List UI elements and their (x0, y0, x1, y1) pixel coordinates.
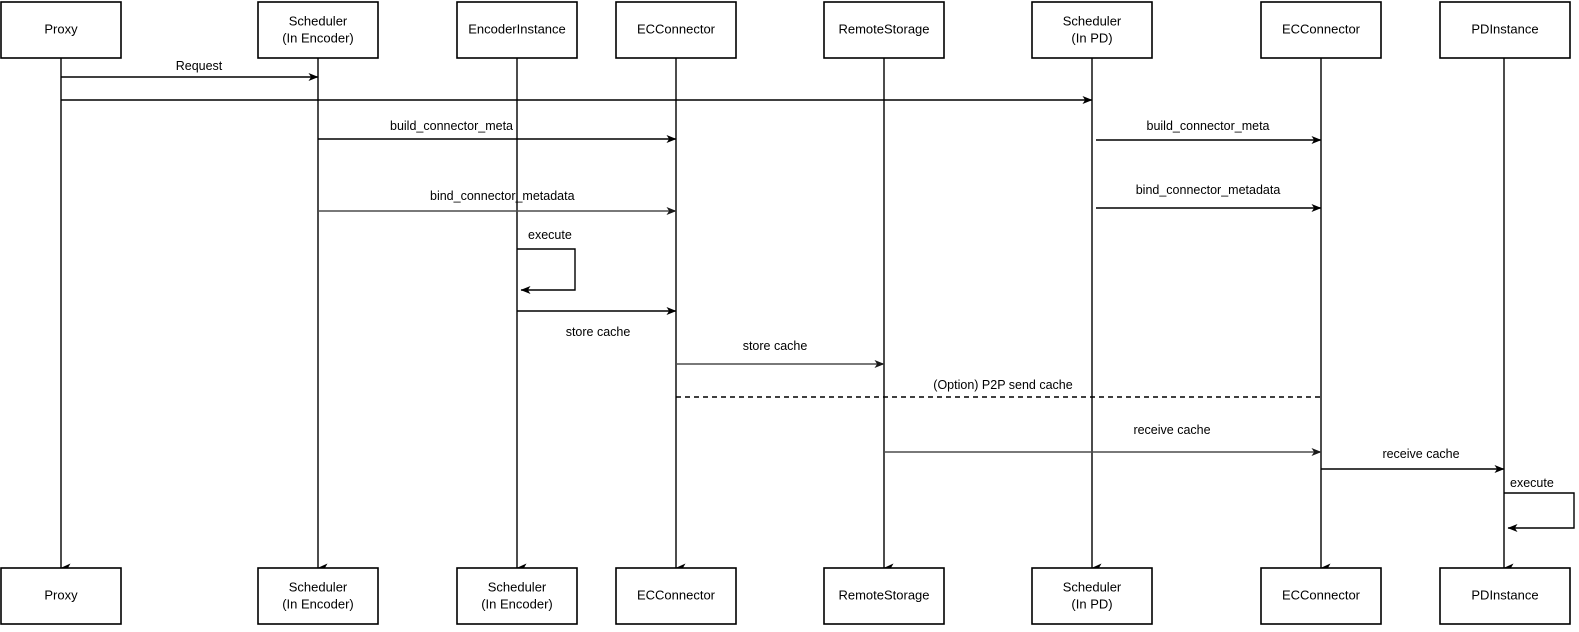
participant-box-bottom-pd_inst[interactable]: PDInstance (1439, 567, 1571, 625)
participant-label-line1: Scheduler (289, 13, 348, 28)
participant-box-top-proxy[interactable]: Proxy (0, 1, 122, 59)
participant-box-rect (615, 1, 737, 59)
message-m7: store cache (517, 307, 677, 339)
participant-box-rect (257, 567, 379, 625)
participant-box-bottom-remote_store[interactable]: RemoteStorage (823, 567, 945, 625)
participant-label-line2: (In Encoder) (481, 596, 553, 611)
participant-label-line1: Scheduler (1063, 579, 1122, 594)
message-label-m1: Request (176, 59, 223, 73)
self-message-label-s1: execute (528, 228, 572, 242)
participant-box-top-sched_pd[interactable]: Scheduler (In PD) (1031, 1, 1153, 59)
participant-box-rect (1260, 567, 1382, 625)
message-label-m4: build_connector_meta (1147, 119, 1270, 133)
participant-box-rect (1031, 1, 1153, 59)
participant-box-top-remote_store[interactable]: RemoteStorage (823, 1, 945, 59)
participant-label-line1: ECConnector (1282, 21, 1361, 36)
message-m5: bind_connector_metadata (318, 189, 677, 215)
participant-label-line1: PDInstance (1471, 21, 1538, 36)
message-label-m5: bind_connector_metadata (430, 189, 575, 203)
participant-box-rect (0, 567, 122, 625)
participant-box-rect (615, 567, 737, 625)
participant-box-rect (823, 567, 945, 625)
participant-box-rect (1439, 567, 1571, 625)
participant-label-line1: RemoteStorage (838, 587, 929, 602)
participant-box-bottom-proxy[interactable]: Proxy (0, 567, 122, 625)
participant-box-bottom-sched_pd[interactable]: Scheduler (In PD) (1031, 567, 1153, 625)
participant-box-top-ec_conn_b[interactable]: ECConnector (1260, 1, 1382, 59)
participant-label-line1: ECConnector (637, 587, 716, 602)
participant-box-bottom-ec_conn_b[interactable]: ECConnector (1260, 567, 1382, 625)
message-label-m7: store cache (566, 325, 631, 339)
message-m1: Request (61, 59, 319, 81)
self-messages-layer: execute execute (517, 228, 1575, 532)
participant-label-line1: Scheduler (289, 579, 348, 594)
participant-box-top-pd_inst[interactable]: PDInstance (1439, 1, 1571, 59)
participant-label-line1: Proxy (44, 587, 78, 602)
message-m6: bind_connector_metadata (1096, 183, 1322, 212)
message-label-m3: build_connector_meta (390, 119, 513, 133)
message-m9: (Option) P2P send cache (676, 378, 1321, 398)
participant-box-top-ec_conn_a[interactable]: ECConnector (615, 1, 737, 59)
participant-label-line1: Scheduler (488, 579, 547, 594)
self-message-s1: execute (517, 228, 576, 294)
self-message-path-s2 (1504, 492, 1575, 532)
message-label-m11: receive cache (1382, 447, 1459, 461)
participant-box-rect (1439, 1, 1571, 59)
message-m11: receive cache (1321, 447, 1505, 473)
participant-box-rect (0, 1, 122, 59)
participant-top-boxes-layer: Proxy Scheduler (In Encoder) EncoderInstanc… (0, 1, 1571, 59)
participant-label-line2: (In Encoder) (282, 596, 354, 611)
participant-label-line2: (In Encoder) (282, 30, 354, 45)
participant-label-line1: RemoteStorage (838, 21, 929, 36)
participant-label-line2: (In PD) (1071, 596, 1112, 611)
participant-box-rect (456, 1, 578, 59)
participant-box-bottom-ec_conn_a[interactable]: ECConnector (615, 567, 737, 625)
participant-label-line2: (In PD) (1071, 30, 1112, 45)
participant-label-line1: ECConnector (637, 21, 716, 36)
participant-box-rect (823, 1, 945, 59)
participant-label-line1: PDInstance (1471, 587, 1538, 602)
self-message-s2: execute (1504, 476, 1575, 532)
participant-box-top-sched_enc[interactable]: Scheduler (In Encoder) (257, 1, 379, 59)
messages-layer: Request build_connector_meta build_connect… (61, 59, 1505, 473)
message-label-m8: store cache (743, 339, 808, 353)
participant-box-bottom-sched_enc[interactable]: Scheduler (In Encoder) (257, 567, 379, 625)
participant-box-rect (456, 567, 578, 625)
participant-box-top-enc_inst[interactable]: EncoderInstance (456, 1, 578, 59)
message-m3: build_connector_meta (318, 119, 677, 143)
participant-box-rect (1031, 567, 1153, 625)
message-label-m10: receive cache (1133, 423, 1210, 437)
participant-box-bottom-enc_inst[interactable]: Scheduler (In Encoder) (456, 567, 578, 625)
participant-label-line1: Proxy (44, 21, 78, 36)
self-message-label-s2: execute (1510, 476, 1554, 490)
message-m10: receive cache (884, 423, 1322, 456)
participant-label-line1: EncoderInstance (468, 21, 566, 36)
message-label-m6: bind_connector_metadata (1136, 183, 1281, 197)
participant-label-line1: Scheduler (1063, 13, 1122, 28)
lifelines-layer (60, 58, 1514, 573)
message-label-m9: (Option) P2P send cache (933, 378, 1072, 392)
message-m4: build_connector_meta (1096, 119, 1322, 144)
self-message-path-s1 (517, 248, 576, 294)
participant-bottom-boxes-layer: Proxy Scheduler (In Encoder) Scheduler (In E… (0, 567, 1571, 625)
participant-box-rect (1260, 1, 1382, 59)
participant-box-rect (257, 1, 379, 59)
message-m8: store cache (676, 339, 885, 368)
participant-label-line1: ECConnector (1282, 587, 1361, 602)
